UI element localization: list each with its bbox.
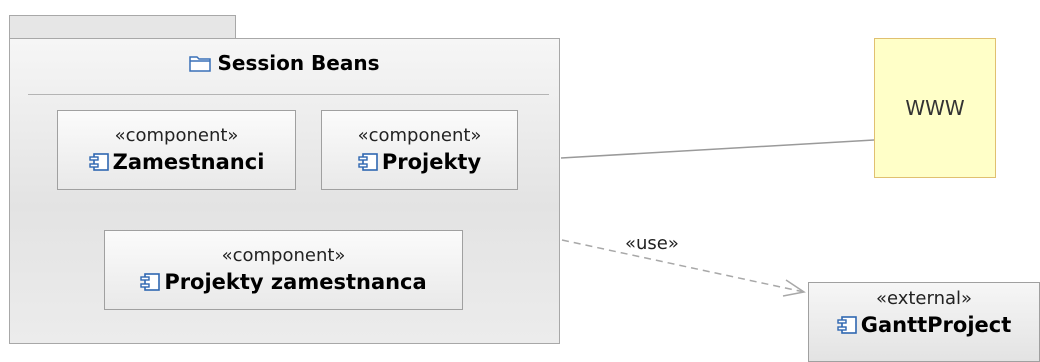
component-icon xyxy=(358,153,378,171)
package-divider xyxy=(28,94,549,95)
component-icon xyxy=(837,316,857,334)
association-line[interactable] xyxy=(560,139,875,159)
component-name: Projekty xyxy=(381,150,482,174)
package-title: Session Beans xyxy=(9,48,560,78)
component-stereotype: «component» xyxy=(114,125,239,146)
package-tab xyxy=(9,15,236,40)
dependency-arrowhead xyxy=(782,279,806,297)
folder-icon xyxy=(189,56,212,72)
component-name-row: Projekty xyxy=(358,148,481,176)
component-stereotype: «component» xyxy=(221,245,346,266)
component-name: Projekty zamestnanca xyxy=(164,270,427,294)
note-www[interactable]: WWW xyxy=(874,38,996,178)
component-name-row: Zamestnanci xyxy=(88,148,265,176)
external-ganttproject[interactable]: «external» GanttProject xyxy=(808,282,1040,362)
component-icon xyxy=(140,273,161,291)
note-text: WWW xyxy=(905,96,965,120)
external-name-row: GanttProject xyxy=(837,311,1012,339)
dependency-line[interactable] xyxy=(561,239,805,293)
component-projekty-zamestnanca[interactable]: «component» Projekty zamestnanca xyxy=(104,230,463,310)
use-label: «use» xyxy=(625,233,679,254)
package-title-text: Session Beans xyxy=(217,51,380,75)
component-name-row: Projekty zamestnanca xyxy=(140,268,427,296)
external-name: GanttProject xyxy=(860,313,1012,337)
connector-layer xyxy=(560,139,875,297)
external-stereotype: «external» xyxy=(875,288,973,309)
component-icon xyxy=(88,153,109,171)
component-name: Zamestnanci xyxy=(112,150,265,174)
component-stereotype: «component» xyxy=(357,125,482,146)
component-projekty[interactable]: «component» Projekty xyxy=(321,110,518,190)
component-zamestnanci[interactable]: «component» Zamestnanci xyxy=(57,110,296,190)
